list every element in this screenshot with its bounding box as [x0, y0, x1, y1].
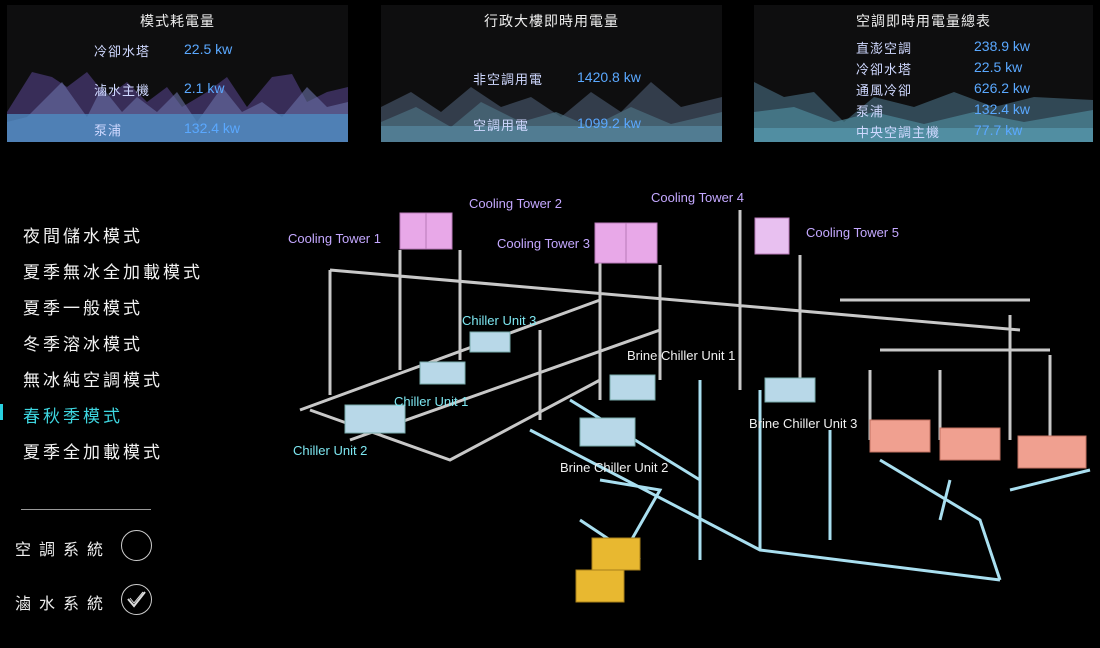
- label-cooling-tower-4: Cooling Tower 4: [651, 190, 744, 205]
- row-label: 直澎空調: [856, 42, 913, 57]
- mode-spring-autumn[interactable]: 春秋季模式: [23, 407, 123, 427]
- air-handling-units: [869, 419, 1087, 469]
- mode-summer-general[interactable]: 夏季一般模式: [23, 299, 143, 319]
- row-value: 132.4 kw: [184, 120, 241, 136]
- ac-power-panel: 空調即時用電量總表 直澎空調 238.9 kw 冷卻水塔 22.5 kw 通風冷卻 6…: [754, 5, 1093, 142]
- label-chiller-unit-1: Chiller Unit 1: [394, 394, 469, 409]
- label-brine-chiller-2: Brine Chiller Unit 2: [560, 460, 669, 475]
- wave-chart: [381, 82, 722, 142]
- row-value: 2.1 kw: [184, 80, 225, 96]
- ac-system-toggle[interactable]: [121, 530, 152, 561]
- label-cooling-tower-1: Cooling Tower 1: [288, 231, 381, 246]
- brine-system-label: 滷水系統: [15, 594, 112, 613]
- wave-chart: [754, 82, 1093, 142]
- cooling-tower-1: [399, 212, 453, 250]
- row-value: 626.2 kw: [974, 80, 1031, 96]
- row-label: 空調用電: [473, 119, 530, 134]
- mode-summer-no-ice-full-load[interactable]: 夏季無冰全加載模式: [23, 263, 203, 283]
- label-chiller-unit-3: Chiller Unit 3: [462, 313, 537, 328]
- mode-winter-ice-melt[interactable]: 冬季溶冰模式: [23, 335, 143, 355]
- label-cooling-tower-5: Cooling Tower 5: [806, 225, 899, 240]
- chiller-units: [344, 331, 816, 447]
- row-label: 泵浦: [856, 105, 885, 120]
- mode-night-storage[interactable]: 夜間儲水模式: [23, 227, 143, 247]
- ac-system-label: 空調系統: [15, 540, 112, 559]
- label-cooling-tower-2: Cooling Tower 2: [469, 196, 562, 211]
- row-label: 非空調用電: [473, 73, 544, 88]
- ice-storage-tanks: [575, 537, 641, 603]
- row-value: 238.9 kw: [974, 38, 1031, 54]
- row-value: 22.5 kw: [974, 59, 1023, 75]
- cooling-pipes: [299, 210, 1052, 462]
- cooling-tower-3: [594, 222, 658, 264]
- check-icon: [127, 591, 146, 608]
- label-cooling-tower-3: Cooling Tower 3: [497, 236, 590, 251]
- mode-no-ice-ac-only[interactable]: 無冰純空調模式: [23, 371, 163, 391]
- row-label: 冷卻水塔: [94, 45, 151, 60]
- mode-summer-full-load[interactable]: 夏季全加載模式: [23, 443, 163, 463]
- building-power-panel: 行政大樓即時用電量 非空調用電 1420.8 kw 空調用電 1099.2 kw: [381, 5, 722, 142]
- mode-power-panel: 模式耗電量 冷卻水塔 22.5 kw 滷水主機 2.1 kw 泵浦 132.4 kw: [7, 5, 348, 142]
- label-brine-chiller-3: Brine Chiller Unit 3: [749, 416, 858, 431]
- active-mode-indicator: [0, 404, 3, 420]
- label-chiller-unit-2: Chiller Unit 2: [293, 443, 368, 458]
- panel-title: 空調即時用電量總表: [856, 14, 991, 30]
- panel-title: 模式耗電量: [140, 14, 215, 30]
- panel-title: 行政大樓即時用電量: [484, 14, 619, 30]
- row-value: 1099.2 kw: [577, 115, 641, 131]
- row-value: 22.5 kw: [184, 41, 233, 57]
- row-value: 132.4 kw: [974, 101, 1031, 117]
- row-value: 77.7 kw: [974, 122, 1023, 138]
- row-label: 泵浦: [94, 124, 123, 139]
- row-label: 通風冷卻: [856, 84, 913, 99]
- row-label: 滷水主機: [94, 84, 151, 99]
- row-value: 1420.8 kw: [577, 69, 641, 85]
- wave-chart: [7, 72, 348, 142]
- divider: [21, 509, 151, 510]
- row-label: 冷卻水塔: [856, 63, 913, 78]
- row-label: 中央空調主機: [856, 126, 941, 141]
- cooling-tower-5: [754, 217, 790, 255]
- label-brine-chiller-1: Brine Chiller Unit 1: [627, 348, 736, 363]
- brine-system-toggle[interactable]: [121, 584, 152, 615]
